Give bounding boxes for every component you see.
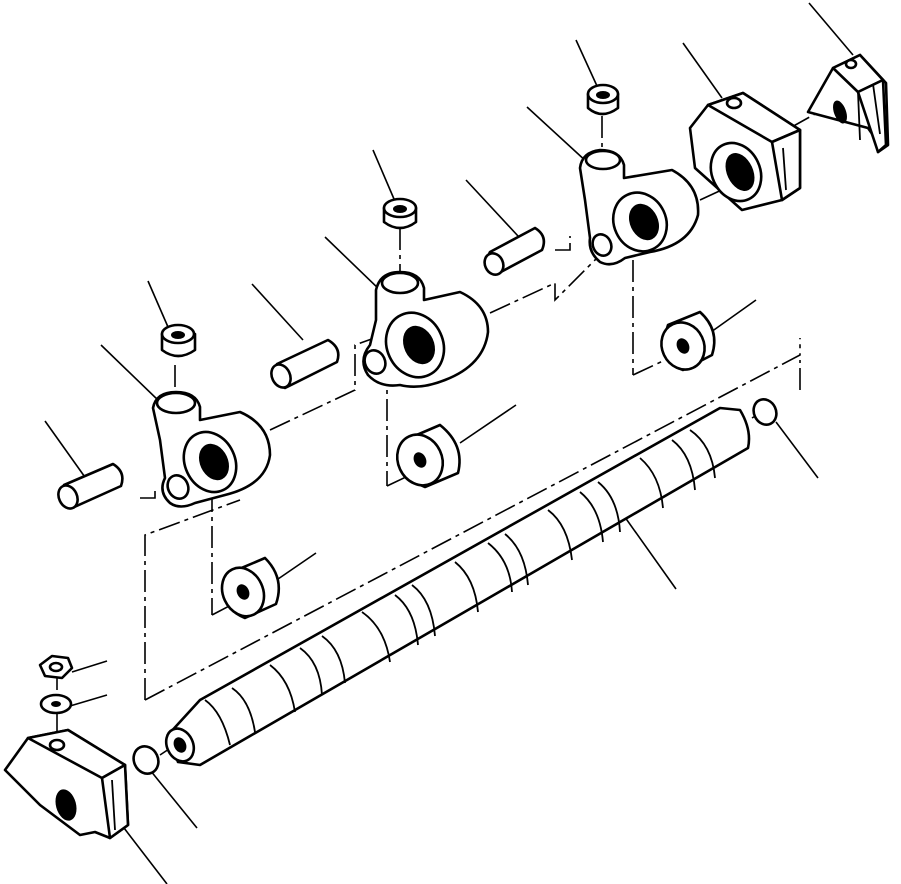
adjuster-screw-2 (382, 197, 418, 230)
adjuster-screw-3 (586, 83, 620, 116)
end-bracket-right (806, 53, 890, 154)
roller-3 (660, 310, 716, 372)
bearing-block-right (688, 91, 802, 212)
dowel-pin-2 (270, 338, 340, 390)
plug-left (132, 745, 160, 775)
camshaft (164, 406, 751, 767)
washer (39, 693, 73, 715)
end-bracket-left (3, 728, 130, 840)
rocker-arm-3 (578, 148, 700, 266)
plug-right (752, 398, 778, 426)
rocker-arm-1 (151, 390, 272, 508)
adjuster-screw-1 (160, 323, 197, 358)
dowel-pin-1 (57, 462, 124, 510)
roller-1 (220, 556, 280, 620)
rocker-arm-2 (362, 270, 490, 388)
hex-nut (38, 654, 74, 680)
roller-2 (395, 423, 461, 489)
dowel-pin-3 (483, 226, 546, 276)
